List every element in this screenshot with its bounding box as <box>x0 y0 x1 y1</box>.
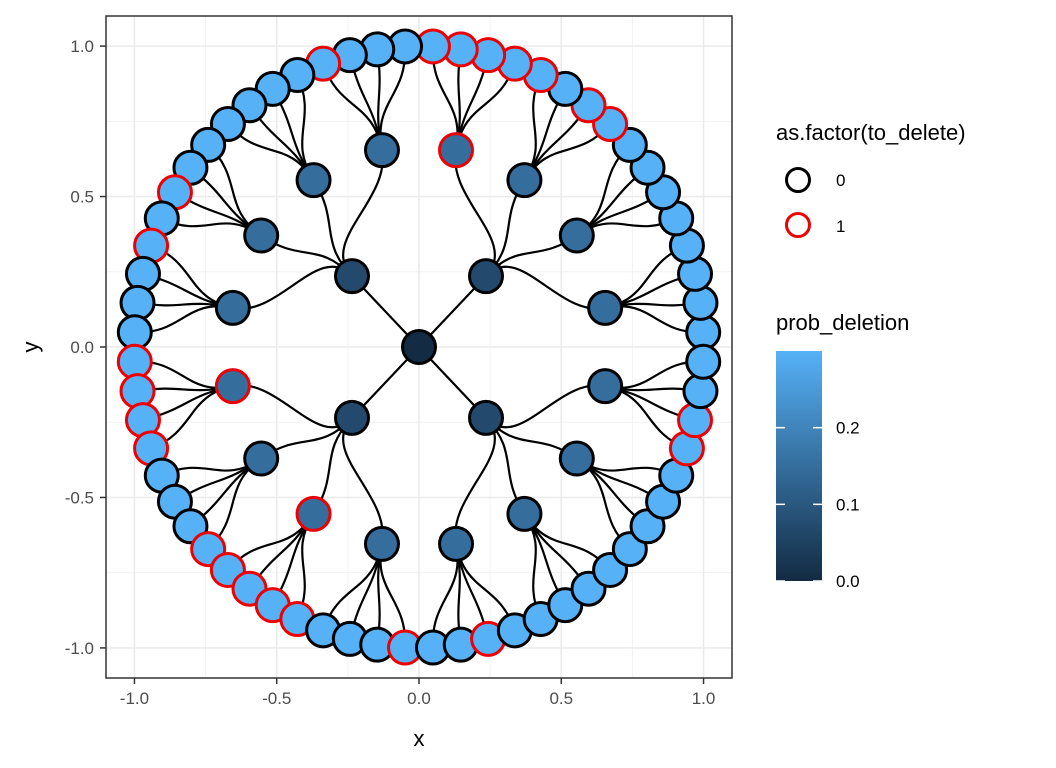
level1-node <box>333 399 370 436</box>
leaf-node <box>682 373 719 410</box>
x-tick-label: -1.0 <box>120 689 149 708</box>
x-tick-label: 1.0 <box>692 689 716 708</box>
x-axis-title: x <box>414 726 425 751</box>
legend-to-delete: as.factor(to_delete) 0 1 <box>776 120 966 238</box>
colorbar-tick-label: 0.2 <box>836 419 860 438</box>
level2-node <box>587 368 624 405</box>
legend-key-0 <box>785 167 811 193</box>
level2-node <box>438 132 475 169</box>
y-tick-label: -0.5 <box>65 488 94 507</box>
leaf-node <box>682 284 719 321</box>
level2-node <box>506 495 543 532</box>
level2-node <box>587 289 624 326</box>
legend-label-0: 0 <box>836 171 845 190</box>
legend-key-1 <box>785 212 811 238</box>
leaf-node <box>677 402 714 439</box>
level2-node <box>214 289 251 326</box>
colorbar-ticks: 0.0 0.1 0.2 <box>776 419 860 591</box>
colorbar <box>776 351 822 581</box>
colorbar-tick-label: 0.0 <box>836 572 860 591</box>
leaf-node <box>685 343 722 380</box>
legend-label-1: 1 <box>836 217 845 236</box>
level2-node <box>295 495 332 532</box>
x-tick-label: 0.0 <box>407 689 431 708</box>
leaf-node <box>119 284 156 321</box>
x-tick-label: -0.5 <box>262 689 291 708</box>
y-axis-title: y <box>18 342 43 353</box>
legend-to-delete-title: as.factor(to_delete) <box>776 120 966 145</box>
y-tick-label: 0.5 <box>70 188 94 207</box>
level2-node <box>295 162 332 199</box>
leaf-node <box>124 255 161 292</box>
level2-node <box>243 440 280 477</box>
level1-node <box>333 258 370 295</box>
root-node <box>401 329 437 365</box>
level2-node <box>363 525 400 562</box>
axes: -1.0 -0.5 0.0 0.5 1.0 -1.0 -0.5 0.0 0.5 1.0 <box>65 37 716 708</box>
nodes <box>116 28 722 666</box>
level2-node <box>214 368 251 405</box>
leaf-node <box>119 373 156 410</box>
legend-prob-deletion-title: prob_deletion <box>776 310 909 335</box>
level2-node <box>243 217 280 254</box>
level2-node <box>558 217 595 254</box>
y-tick-label: -1.0 <box>65 639 94 658</box>
level1-node <box>468 258 505 295</box>
leaf-node <box>116 343 153 380</box>
level2-node <box>438 525 475 562</box>
level2-node <box>506 162 543 199</box>
y-tick-label: 1.0 <box>70 37 94 56</box>
x-tick-label: 0.5 <box>549 689 573 708</box>
y-tick-label: 0.0 <box>70 338 94 357</box>
level2-node <box>363 132 400 169</box>
level2-node <box>558 440 595 477</box>
legend-prob-deletion: prob_deletion 0.0 0.1 0.2 <box>776 310 909 591</box>
colorbar-tick-label: 0.1 <box>836 495 860 514</box>
level1-node <box>468 399 505 436</box>
